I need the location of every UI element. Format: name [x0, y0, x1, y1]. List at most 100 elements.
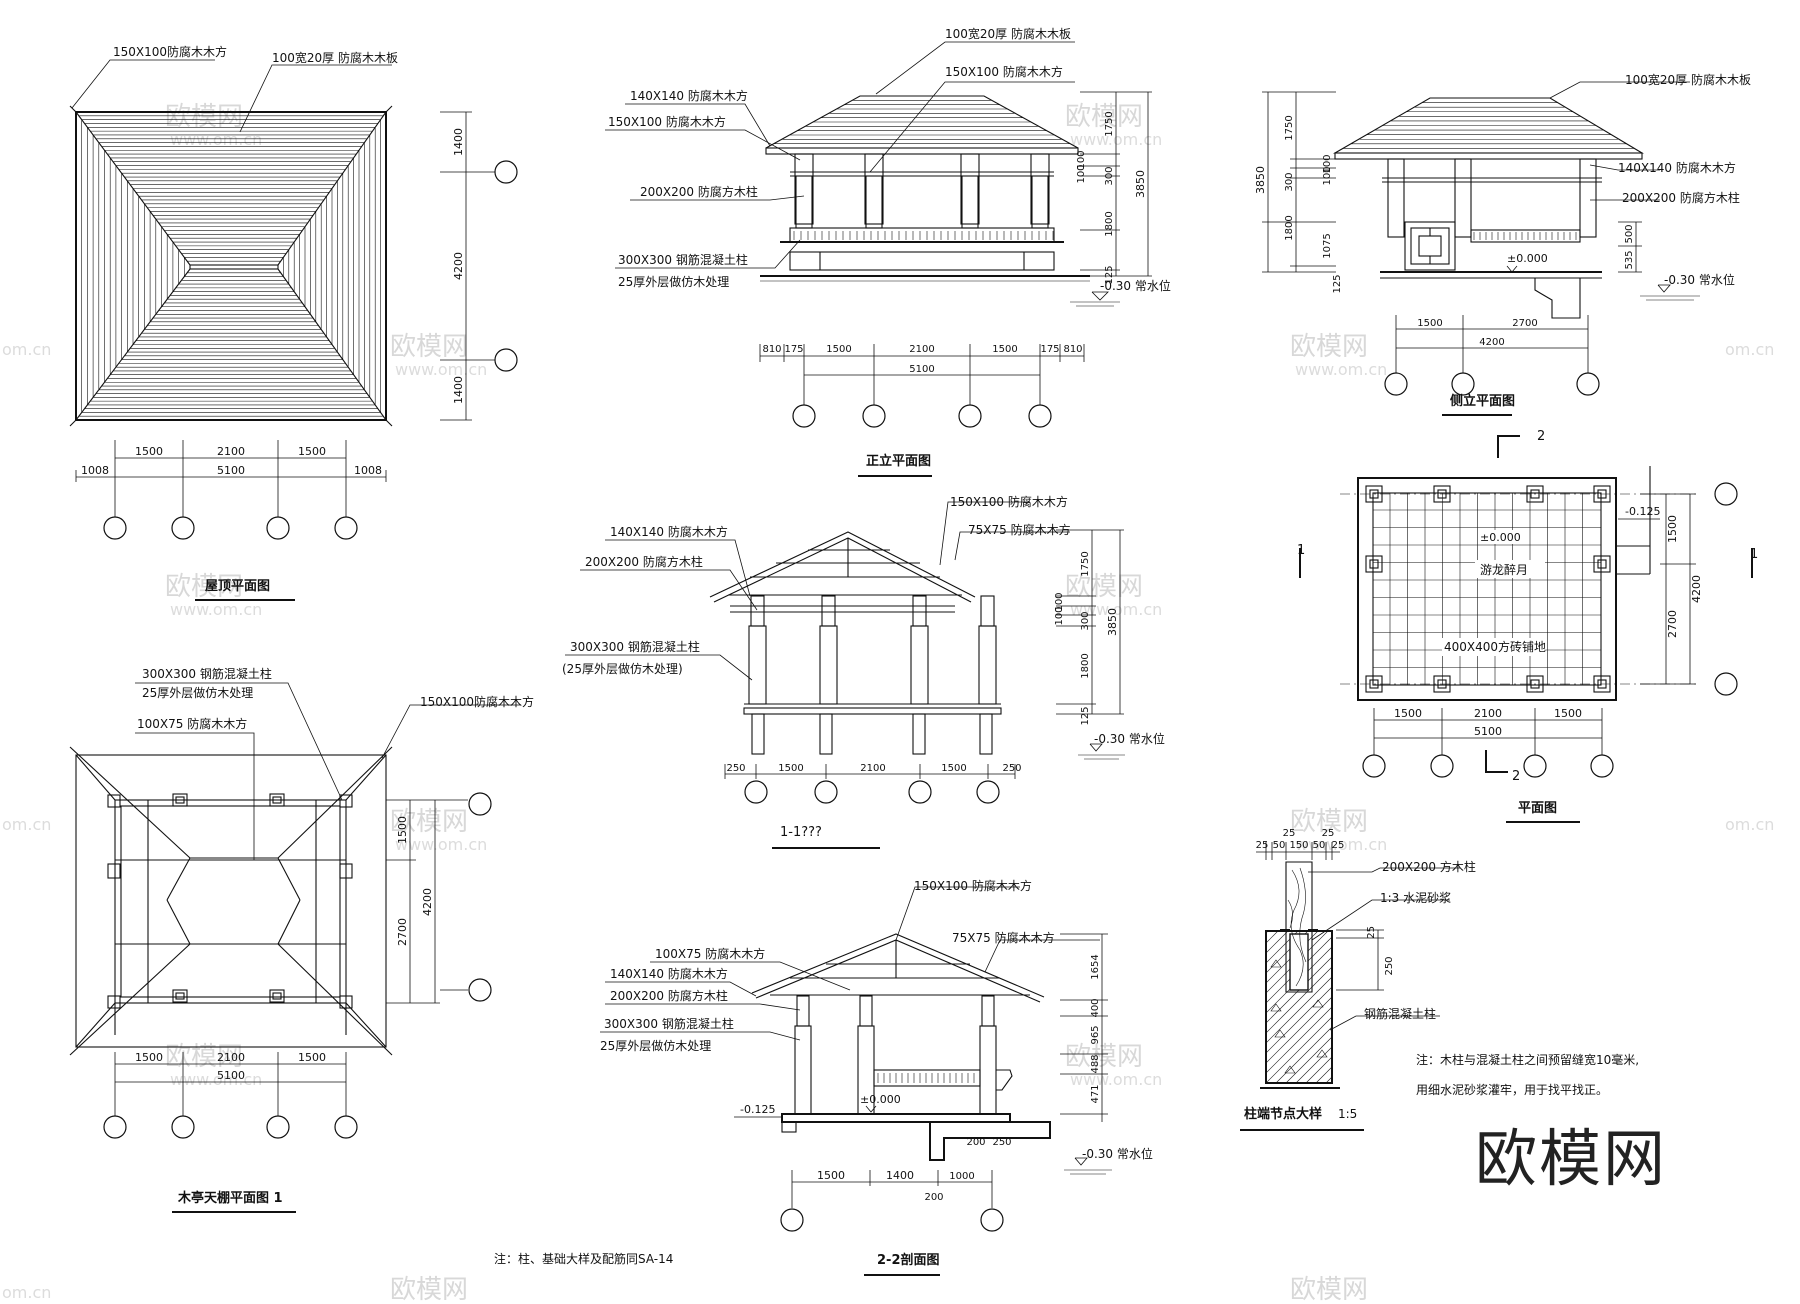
- wood-post: [864, 153, 884, 225]
- concrete-column: [979, 1025, 997, 1115]
- drawing-title: 柱端节点大样: [1244, 1106, 1322, 1122]
- concrete-column: [910, 625, 929, 705]
- hatch-line: [1305, 1056, 1332, 1083]
- wood-post: [1387, 158, 1405, 238]
- wood-post: [794, 153, 814, 225]
- lattice-panel: [1404, 221, 1456, 271]
- drawing-title: 1-1???: [780, 825, 822, 840]
- watermark-url: www.om.cn: [395, 360, 487, 379]
- dim-text: 1500: [1554, 707, 1582, 720]
- axis-bubble: [744, 780, 768, 804]
- railing: [873, 1069, 981, 1087]
- watermark-url: www.om.cn: [1070, 1070, 1162, 1089]
- column-marker: [172, 989, 188, 1003]
- dim-text: 1000: [949, 1171, 974, 1182]
- footnote: 注：柱、基础大样及配筋同SA-14: [494, 1251, 673, 1266]
- dim-text: 1500: [992, 344, 1017, 355]
- dim-text: 250: [726, 763, 745, 774]
- label: 100X75 防腐木木方: [655, 946, 765, 961]
- bench-end: [996, 1069, 1013, 1091]
- brand-watermark: 欧模网: [1475, 1122, 1667, 1195]
- label: 150X100防腐木木方: [420, 694, 534, 709]
- railing-balusters: [1473, 232, 1577, 240]
- axis-bubble: [862, 404, 886, 428]
- roof-plan: 150X100防腐木木方 100宽20厚 防腐木木板 1400 4200 140…: [69, 44, 518, 601]
- column-marker: [1365, 555, 1383, 573]
- axis-bubble: [1362, 754, 1386, 778]
- aggregate-mark: [1270, 959, 1282, 968]
- dim-text: 1654: [1090, 954, 1101, 979]
- section-2-2: ±0.000 -0.125 150X100 防腐木木方 100X75 防腐木木方…: [600, 878, 1153, 1276]
- dim-text: 1500: [778, 763, 803, 774]
- leader-line: [605, 1003, 801, 1011]
- axis-bubble: [908, 780, 932, 804]
- drawing-title: 木亭天棚平面图 1: [177, 1190, 283, 1206]
- leader-line: [600, 1031, 801, 1041]
- leader-line: [875, 41, 1075, 95]
- dim-text: 1500: [941, 763, 966, 774]
- axis-bubble: [1451, 372, 1475, 396]
- dim-text: 1008: [354, 464, 382, 477]
- leader-line: [1311, 899, 1450, 941]
- axis-bubble: [468, 978, 492, 1002]
- axis-bubble: [103, 516, 127, 540]
- dim-text: 25: [1322, 828, 1335, 839]
- aggregate-mark: [1270, 1003, 1282, 1012]
- watermark-url: www.om.cn: [1295, 835, 1387, 854]
- watermark-url: www.om.cn: [1295, 360, 1387, 379]
- dim-text: 200: [966, 1137, 985, 1148]
- leader-line: [895, 886, 1020, 941]
- label: (25厚外层做仿木处理): [562, 661, 683, 676]
- watermark: 欧模网: [390, 332, 468, 362]
- wood-post: [912, 595, 927, 627]
- roof-board-hatching: [773, 100, 1071, 144]
- floor-slab: [781, 1113, 1011, 1123]
- dim-text: 25: [1332, 840, 1345, 851]
- foundation: [929, 1121, 1051, 1161]
- dim-text: 300: [1284, 172, 1295, 191]
- leader-line: [239, 64, 392, 133]
- level-text: ±0.000: [1507, 252, 1548, 265]
- label: 25厚外层做仿木处理: [600, 1038, 711, 1053]
- section-mark: 1: [1297, 543, 1305, 558]
- label: 200X200 防腐方木柱: [585, 554, 703, 569]
- railing: [789, 227, 1055, 243]
- section-mark-line: [1497, 435, 1520, 458]
- dim-text: 3850: [1254, 166, 1267, 194]
- dim-text: 1800: [1080, 653, 1091, 678]
- column-socket: [1289, 933, 1309, 991]
- label: 200X200 防腐方木柱: [610, 988, 728, 1003]
- dim-text: 100: [1076, 164, 1087, 183]
- watermark: 欧模网: [1065, 1042, 1143, 1072]
- hatch-line: [1266, 931, 1289, 954]
- dim-text: 2100: [860, 763, 885, 774]
- wood-post: [981, 995, 995, 1027]
- label-beam: 150X100防腐木木方: [113, 44, 227, 59]
- wood-post: [980, 595, 995, 627]
- dim-text: 488: [1090, 1054, 1101, 1073]
- dim-text: 1500: [826, 344, 851, 355]
- dim-text: 2100: [217, 1051, 245, 1064]
- roof-board-hatching: [78, 115, 384, 417]
- label: 300X300 钢筋混凝土柱: [142, 666, 272, 681]
- watermark-url: www.om.cn: [395, 835, 487, 854]
- dim-text: 4200: [421, 888, 434, 916]
- hip-line: [75, 111, 191, 266]
- leader-line: [580, 569, 758, 611]
- dim-text: 100: [1322, 166, 1333, 185]
- axis-bubble: [1714, 482, 1738, 506]
- section-mark: 2: [1537, 429, 1545, 444]
- leader-line: [984, 939, 1100, 973]
- label: -0.30 常水位: [1082, 1146, 1153, 1161]
- foundation-outline: [1534, 278, 1581, 319]
- dim-text: 1075: [1322, 233, 1333, 258]
- wood-post: [821, 595, 836, 627]
- dim-text: 2700: [1666, 610, 1679, 638]
- column-detail: 25 25 25 50 150 50 25 25 250 200X200 方木柱…: [1240, 828, 1639, 1131]
- floor-outline: [1357, 477, 1617, 701]
- column-marker: [1593, 555, 1611, 573]
- dim-text: 471: [1090, 1084, 1101, 1103]
- side-elevation: ±0.000 100宽20厚 防腐木木板 140X140 防腐木木方 200X2…: [1254, 72, 1751, 416]
- label: 钢筋混凝土柱: [1364, 1006, 1436, 1021]
